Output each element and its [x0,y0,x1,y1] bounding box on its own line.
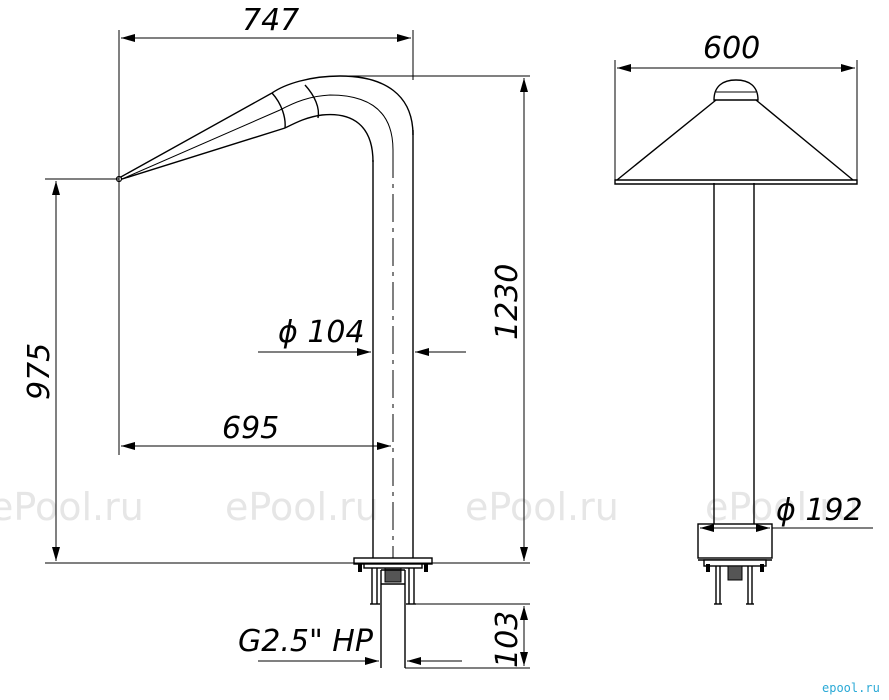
dim-phi-104: ϕ 104 [258,315,466,356]
watermark-layer: ePool.ru ePool.ru ePool.ru ePool.ru [0,485,859,529]
bolt-left [358,564,362,572]
elbow-outer [271,75,414,136]
dim-103-label: 103 [490,611,525,668]
nozzle-bottom-edge [118,127,286,181]
front-cone-left [616,99,717,181]
watermark-2: ePool.ru [225,485,379,529]
front-base-plate [703,559,767,567]
nozzle-top-edge [118,92,273,179]
front-dome [713,79,759,101]
watermark-1: ePool.ru [0,485,144,529]
watermark-3: ePool.ru [465,485,619,529]
dim-1230-label: 1230 [490,264,525,340]
dim-975: 975 [22,181,60,561]
dim-thread: G2.5" HP [238,624,462,665]
nozzle-joint-1 [271,92,286,129]
nozzle-center [121,109,281,180]
site-label: epool.ru [822,681,880,695]
dim-phi-192: ϕ 192 [700,493,873,532]
base-nut [384,567,402,583]
dim-600: 600 [617,31,855,72]
dim-695-label: 695 [222,411,279,446]
nozzle-joint-2 [304,84,320,119]
dim-thread-label: G2.5" HP [238,624,374,659]
front-bolt-l [706,564,710,572]
dim-695: 695 [121,411,391,450]
bolt-right [424,564,428,572]
front-base-housing [697,523,773,559]
front-base-nut [727,565,743,581]
elbow-mid [279,94,394,151]
dim-104-label: ϕ 104 [278,315,365,350]
dim-747-label: 747 [242,3,299,38]
dim-747: 747 [121,3,411,42]
front-rim [614,179,858,185]
side-extension-lines [45,30,530,669]
dim-600-label: 600 [703,31,760,66]
watermark-4: ePool.ru [705,485,859,529]
dim-1230: 1230 [490,78,528,561]
dim-975-label: 975 [22,343,57,400]
front-cone-right [755,99,854,181]
dim-192-label: ϕ 192 [776,493,863,528]
base-plate [363,563,423,569]
front-bolt-r [760,564,764,572]
side-view [115,75,433,668]
dim-103: 103 [490,606,528,668]
front-extension-lines [614,60,858,180]
elbow-inner [284,113,374,163]
